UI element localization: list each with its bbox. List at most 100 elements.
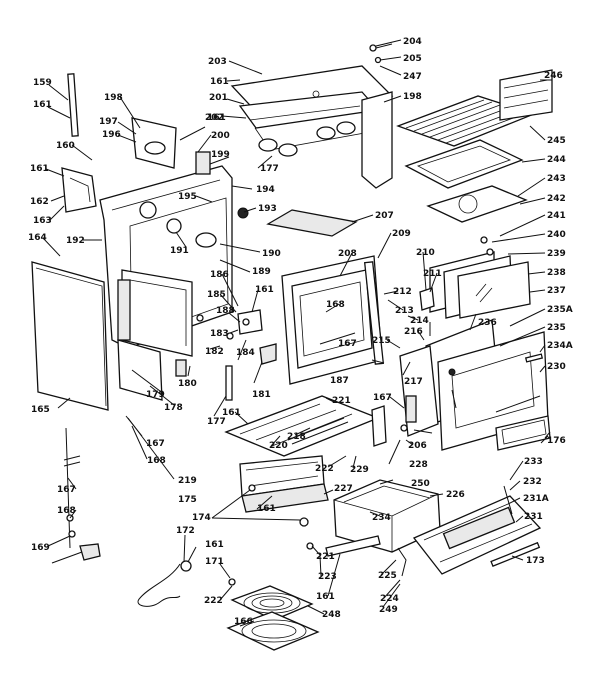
callout-243: 242 (547, 194, 566, 204)
callout-190: 190 (262, 249, 281, 259)
callout-231A: 231 (524, 512, 543, 522)
callout-205: 247 (403, 72, 422, 82)
burner-knobs (258, 121, 356, 157)
callout-193: 193 (258, 204, 277, 214)
backguard-side (361, 91, 393, 189)
callout-198: 204 (403, 37, 422, 47)
callout-167: 168 (147, 456, 166, 466)
callout-164: 164 (28, 233, 47, 243)
callout-214: 215 (372, 336, 391, 346)
callout-200: 200 (211, 131, 230, 141)
callout-220: 218 (287, 432, 306, 442)
hinge-bracket (61, 167, 97, 213)
callout-234: 233 (524, 457, 543, 467)
callout-161: 161 (33, 100, 52, 110)
callout-228: 250 (411, 479, 430, 489)
callout-185: 188 (216, 306, 235, 316)
callout-161: 171 (205, 557, 224, 567)
callout-238: 237 (547, 286, 566, 296)
callout-249: 248 (322, 610, 341, 620)
callout-187: 186 (210, 270, 229, 280)
lower-rear-panel (117, 339, 163, 401)
callout-178: 179 (146, 390, 165, 400)
door-handle (524, 353, 544, 363)
callout-186: 185 (207, 290, 226, 300)
callout-217: 167 (373, 393, 392, 403)
callout-161: 161 (207, 113, 226, 123)
callout-204: 205 (403, 54, 422, 64)
callout-216: 217 (404, 377, 423, 387)
callout-221: 223 (318, 572, 337, 582)
callout-229: 228 (409, 460, 428, 470)
door-glass-pack (457, 261, 531, 319)
callout-184: 182 (205, 347, 224, 357)
anti-tip-rod (65, 427, 71, 549)
callout-188: 161 (255, 285, 274, 295)
callout-194: 194 (256, 185, 275, 195)
callout-236: 235A (547, 305, 573, 315)
callout-235: 234A (547, 341, 573, 351)
callout-161: 225 (378, 571, 397, 581)
callout-245: 244 (547, 155, 566, 165)
callout-230: 206 (408, 441, 427, 451)
callout-222: 221 (316, 552, 335, 562)
callout-177: 167 (146, 439, 165, 449)
callout-167: 168 (57, 506, 76, 516)
callout-240: 239 (547, 249, 566, 259)
callout-160: 160 (56, 141, 75, 151)
callout-215: 216 (404, 327, 423, 337)
callout-212: 213 (395, 306, 414, 316)
vent-panel (266, 209, 358, 237)
callout-225: 224 (380, 594, 399, 604)
callout-191: 191 (170, 246, 189, 256)
drip-pan (226, 611, 320, 651)
callout-222: 229 (350, 465, 369, 475)
callout-224: 249 (379, 605, 398, 615)
callout-223: 161 (316, 592, 335, 602)
callout-197: 197 (99, 117, 118, 127)
callout-227: 226 (446, 490, 465, 500)
callout-195: 195 (178, 192, 197, 202)
callout-211: 212 (393, 287, 412, 297)
callout-182: 181 (252, 390, 271, 400)
callout-226: 234 (372, 513, 391, 523)
callout-162: 162 (30, 197, 49, 207)
callout-241: 240 (547, 230, 566, 240)
callout-161: 183 (210, 329, 229, 339)
rack-wires (405, 99, 525, 144)
callout-161: 161 (30, 164, 49, 174)
callout-172: 161 (205, 540, 224, 550)
callout-250: 176 (547, 436, 566, 446)
callout-168: 219 (178, 476, 197, 486)
callout-203: 203 (208, 57, 227, 67)
callout-202: 202 (205, 113, 224, 123)
door-window (495, 415, 551, 451)
callout-221: 222 (315, 464, 334, 474)
callout-192: 192 (66, 236, 85, 246)
callout-218: 221 (332, 396, 351, 406)
callout-213: 214 (410, 316, 429, 326)
callout-159: 159 (33, 78, 52, 88)
oven-bottom (224, 395, 380, 457)
callout-177: 198 (403, 92, 422, 102)
callout-179: 177 (207, 417, 226, 427)
callout-175: 174 (192, 513, 211, 523)
callout-207: 208 (338, 249, 357, 259)
callout-189: 189 (252, 267, 271, 277)
callout-161: 227 (334, 484, 353, 494)
callout-171: 222 (204, 596, 223, 606)
callout-209: 210 (416, 248, 435, 258)
left-side-panel (31, 261, 109, 411)
callout-244: 243 (547, 174, 566, 184)
leveling-leg (225, 365, 233, 401)
drawer-handle (490, 541, 541, 567)
callout-161: 161 (210, 77, 229, 87)
callout-183: 184 (236, 348, 255, 358)
callout-232: 231A (523, 494, 549, 504)
callout-165: 165 (31, 405, 50, 415)
callout-167: 168 (326, 300, 345, 310)
callout-210: 211 (423, 269, 442, 279)
surface-element (230, 585, 314, 621)
callout-198: 198 (104, 93, 123, 103)
